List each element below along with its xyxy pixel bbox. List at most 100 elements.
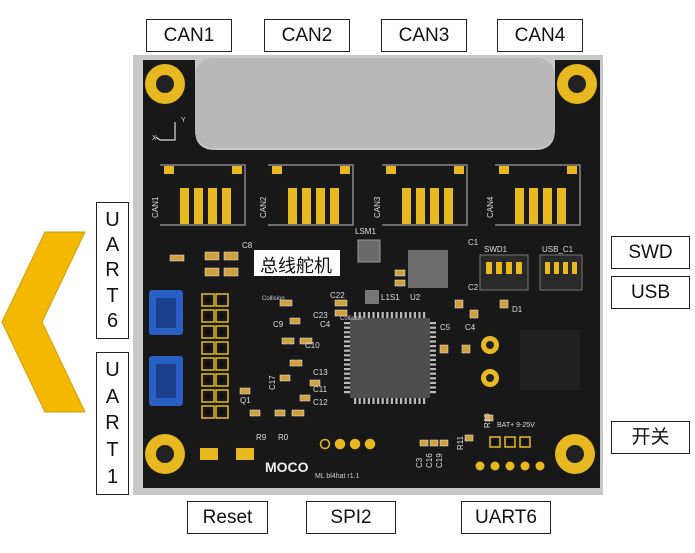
label-char: A — [105, 234, 120, 257]
smd-component — [334, 299, 348, 307]
mounting-hole-tr — [557, 64, 597, 104]
axis-marker — [155, 122, 176, 141]
silk-lsm1: LSM1 — [355, 227, 376, 236]
mcu-chip — [344, 312, 436, 404]
switch-area — [520, 330, 580, 390]
silk-c1: C1 — [468, 238, 479, 247]
silk-q1: R9 — [256, 433, 267, 442]
uart6-pin — [535, 461, 545, 471]
label-reset: Reset — [187, 501, 268, 534]
smd-component — [439, 439, 449, 447]
silk-r3: R0 — [278, 433, 289, 442]
smd-component — [484, 414, 494, 422]
reset-pad-2 — [236, 448, 254, 460]
silk-can-2: CAN2 — [259, 196, 268, 218]
smd-component — [204, 267, 220, 277]
silk-can-4: CAN4 — [486, 196, 495, 218]
smd-component — [289, 359, 303, 367]
label-can1: CAN1 — [146, 19, 232, 52]
can-connector-3: CAN3 — [373, 164, 468, 226]
label-char: 6 — [106, 310, 119, 333]
silk-can-1: CAN1 — [151, 196, 160, 218]
smd-component — [169, 254, 185, 262]
label-char: T — [106, 439, 119, 462]
silk-c23: C23 — [313, 311, 328, 320]
smd-component — [249, 409, 261, 417]
uart6-pin — [505, 461, 515, 471]
axis-x-label: X — [152, 135, 157, 142]
silk-can-3: CAN3 — [373, 196, 382, 218]
silk-c10: C9 — [273, 320, 284, 329]
smd-component — [223, 251, 239, 261]
uart6-pin — [519, 436, 531, 448]
silk-c9: C4 — [320, 320, 331, 329]
label-can2: CAN2 — [264, 19, 350, 52]
silk-collision-1: Collision — [262, 296, 285, 302]
silk-u2: U2 — [410, 293, 421, 302]
silk-collision-2: Collision — [340, 316, 363, 322]
uart6-pin — [475, 461, 485, 471]
label-char: U — [105, 359, 120, 382]
mounting-hole-bl — [145, 434, 185, 474]
spi2-pin — [364, 438, 376, 450]
spi2-pin — [349, 438, 361, 450]
silk-swd1: SWD1 — [484, 245, 508, 254]
label-can3: CAN3 — [381, 19, 467, 52]
smd-component — [454, 299, 464, 309]
label-char: A — [105, 385, 120, 408]
smd-component — [461, 344, 471, 354]
label-char: 1 — [106, 465, 119, 488]
smd-component — [239, 387, 251, 395]
silk-usb: USB_C1 — [542, 245, 574, 254]
label-spi2: SPI2 — [306, 501, 396, 534]
spi2-pin — [319, 438, 331, 450]
smd-component — [499, 299, 509, 309]
board-cutout — [195, 58, 555, 148]
smd-component — [419, 439, 429, 447]
silk-c17: C17 — [268, 375, 277, 390]
label-char: U — [105, 208, 120, 231]
silk-r10: R10 — [483, 413, 492, 428]
pin-header — [201, 293, 229, 419]
smd-component — [279, 299, 293, 307]
annotation-bus-servo: 总线舵机 — [254, 250, 340, 276]
silk-l1s1: L1S1 — [381, 293, 400, 302]
arrow-left-icon — [1, 231, 86, 413]
smd-component — [291, 409, 305, 417]
silk-c3: C3 — [415, 457, 424, 468]
reset-pad-1 — [200, 448, 218, 460]
smd-component — [289, 317, 301, 325]
mounting-hole-tl — [145, 64, 185, 104]
uart6-pin — [504, 436, 516, 448]
label-uart6-bottom: UART6 — [461, 501, 551, 534]
silk-logo: MOCO — [265, 459, 309, 475]
smd-component — [274, 409, 286, 417]
uart6-pin — [489, 436, 501, 448]
silk-c4: C4 — [465, 323, 476, 332]
can-connector-1: CAN1 — [151, 164, 246, 226]
label-can4: CAN4 — [497, 19, 583, 52]
smd-component — [204, 251, 220, 261]
smd-component — [429, 439, 439, 447]
label-swd: SWD — [611, 236, 690, 269]
axis-y-label: Y — [181, 117, 186, 124]
label-usb: USB — [611, 276, 690, 309]
smd-component — [334, 309, 348, 317]
silk-version: ML bl4hat r1.1 — [315, 473, 360, 480]
l1s1-part — [365, 290, 379, 304]
silk-c11: C10 — [305, 341, 320, 350]
u2-chip — [408, 250, 448, 288]
imu-chip — [357, 239, 381, 263]
label-switch: 开关 — [611, 421, 690, 454]
smd-component — [439, 344, 449, 354]
silk-bat: BAT+ 9-25V — [497, 422, 535, 429]
label-char: T — [106, 284, 119, 307]
smd-component — [281, 337, 295, 345]
can-connector-4: CAN4 — [486, 164, 581, 226]
label-char: R — [105, 412, 120, 435]
silk-c14: C13 — [313, 368, 328, 377]
silk-d1: D1 — [512, 305, 523, 314]
spi2-pin — [334, 438, 346, 450]
